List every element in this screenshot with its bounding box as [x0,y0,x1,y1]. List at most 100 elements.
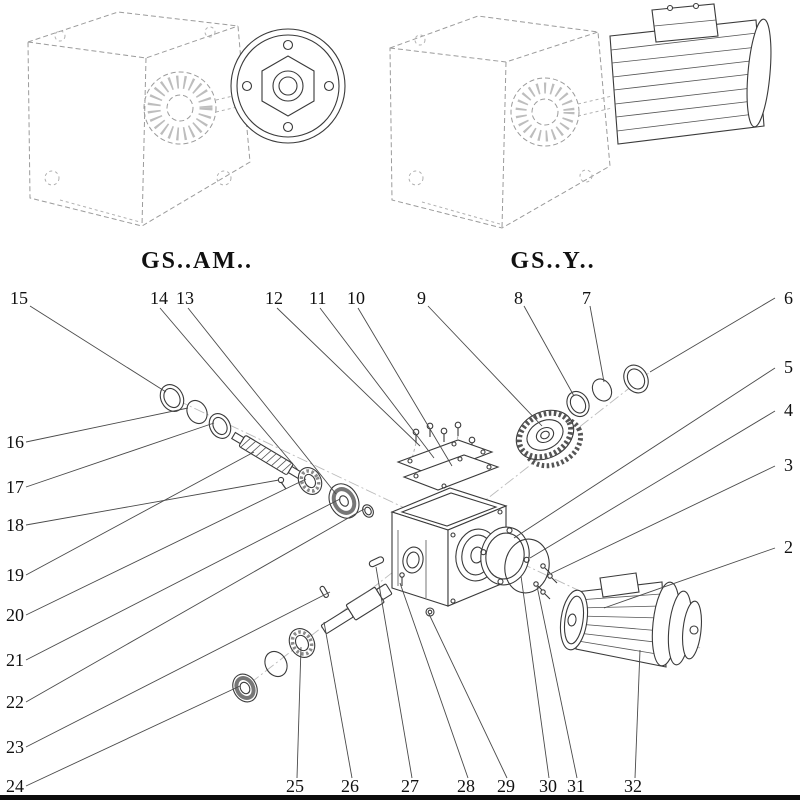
callout-9: 9 [417,288,426,308]
callout-2: 2 [784,537,793,557]
part-input-bearing [297,467,323,495]
gsy-gear-bore [510,77,580,147]
leader-line-19 [25,451,255,576]
gsam-housing-outline [27,11,251,227]
motor-terminal-box-exploded [599,572,640,598]
callout-24: 24 [6,776,24,796]
leader-line-3 [549,465,776,575]
callout-5: 5 [784,357,793,377]
leader-line-5 [513,367,776,539]
leader-line-27 [375,566,413,779]
leader-line-26 [323,621,353,779]
callout-16: 16 [6,432,24,452]
gsam-gear-bore [143,71,217,145]
callout-13: 13 [176,288,194,308]
callout-21: 21 [6,650,24,670]
callout-4: 4 [784,400,793,420]
part-input-spacer-ring [208,413,232,439]
callout-27: 27 [401,776,419,796]
part-output-flange-cover [480,526,530,586]
part-gear-circlip [591,378,613,402]
leader-line-30 [520,575,550,779]
callout-19: 19 [6,565,24,585]
gsy-assembled-drawing: GS..Y.. [389,2,772,274]
callout-leader-lines [25,297,776,787]
part-output-bearing [288,628,316,658]
leader-line-13 [187,307,337,495]
part-gear-ring [623,364,649,394]
leader-line-9 [427,305,543,427]
part-drain-plug [425,607,435,617]
part-cover-gasket [402,454,500,491]
leader-line-6 [649,297,776,373]
gsy-housing-outline [389,15,611,229]
gsam-assembled-drawing: GS..AM.. [27,11,346,274]
callout-12: 12 [265,288,283,308]
callout-3: 3 [784,455,793,475]
motor-end-cap [746,18,772,128]
part-small-screw [399,572,405,586]
housing-ribs [397,530,427,598]
callout-32: 32 [624,776,642,796]
housing-output-bore [402,546,424,574]
part-output-washer [232,673,258,703]
part-retaining-ring-input [186,399,208,425]
leader-line-10 [357,307,453,467]
part-motor [559,572,703,668]
callout-11: 11 [309,288,326,308]
callout-20: 20 [6,605,24,625]
motor-fan-cover [681,600,703,660]
leader-line-12 [276,307,421,447]
leader-line-15 [29,305,167,393]
gsam-output-flange [230,28,346,144]
gsy-motor [609,2,772,145]
leader-line-22 [25,508,365,703]
callout-15: 15 [10,288,28,308]
leader-line-29 [428,613,508,779]
leader-line-28 [399,582,469,779]
callout-8: 8 [514,288,523,308]
callout-30: 30 [539,776,557,796]
leader-line-20 [25,478,307,616]
leader-line-24 [25,685,241,787]
callout-6: 6 [784,288,793,308]
model-label-gsam: GS..AM.. [141,248,253,274]
callout-7: 7 [582,288,591,308]
callout-31: 31 [567,776,585,796]
leader-line-32 [634,649,641,779]
exploded-view [159,364,703,703]
part-shaft-pin [319,585,329,598]
leader-line-4 [529,410,776,559]
part-flange-bolts [533,563,558,600]
leader-line-21 [25,498,341,661]
callout-17: 17 [6,477,24,497]
callout-18: 18 [6,515,24,535]
leader-line-25 [296,646,302,779]
page-bottom-edge [0,795,800,800]
motor-flange [559,589,589,651]
part-output-shaft [320,583,393,634]
part-output-circlip [264,650,288,678]
shaft-keyway [350,590,369,603]
leader-line-31 [536,585,578,779]
callout-numbers: 15 14 13 12 11 10 9 8 7 6 5 4 3 2 16 17 … [6,288,793,796]
part-shaft-key [368,556,385,568]
callout-28: 28 [457,776,475,796]
leader-line-16 [25,407,189,443]
leader-line-8 [523,305,575,397]
leader-line-17 [25,422,215,488]
worm-thread-hatch [240,437,293,473]
part-worm-gear-hub [328,483,360,519]
housing-top-opening [400,492,498,527]
part-set-screw [277,476,287,490]
leader-line-14 [159,307,299,471]
part-spacer-ring [362,504,374,518]
leader-line-7 [589,305,605,383]
callout-14: 14 [150,288,168,308]
callout-23: 23 [6,737,24,757]
callout-25: 25 [286,776,304,796]
leader-line-23 [25,591,331,748]
callout-22: 22 [6,692,24,712]
